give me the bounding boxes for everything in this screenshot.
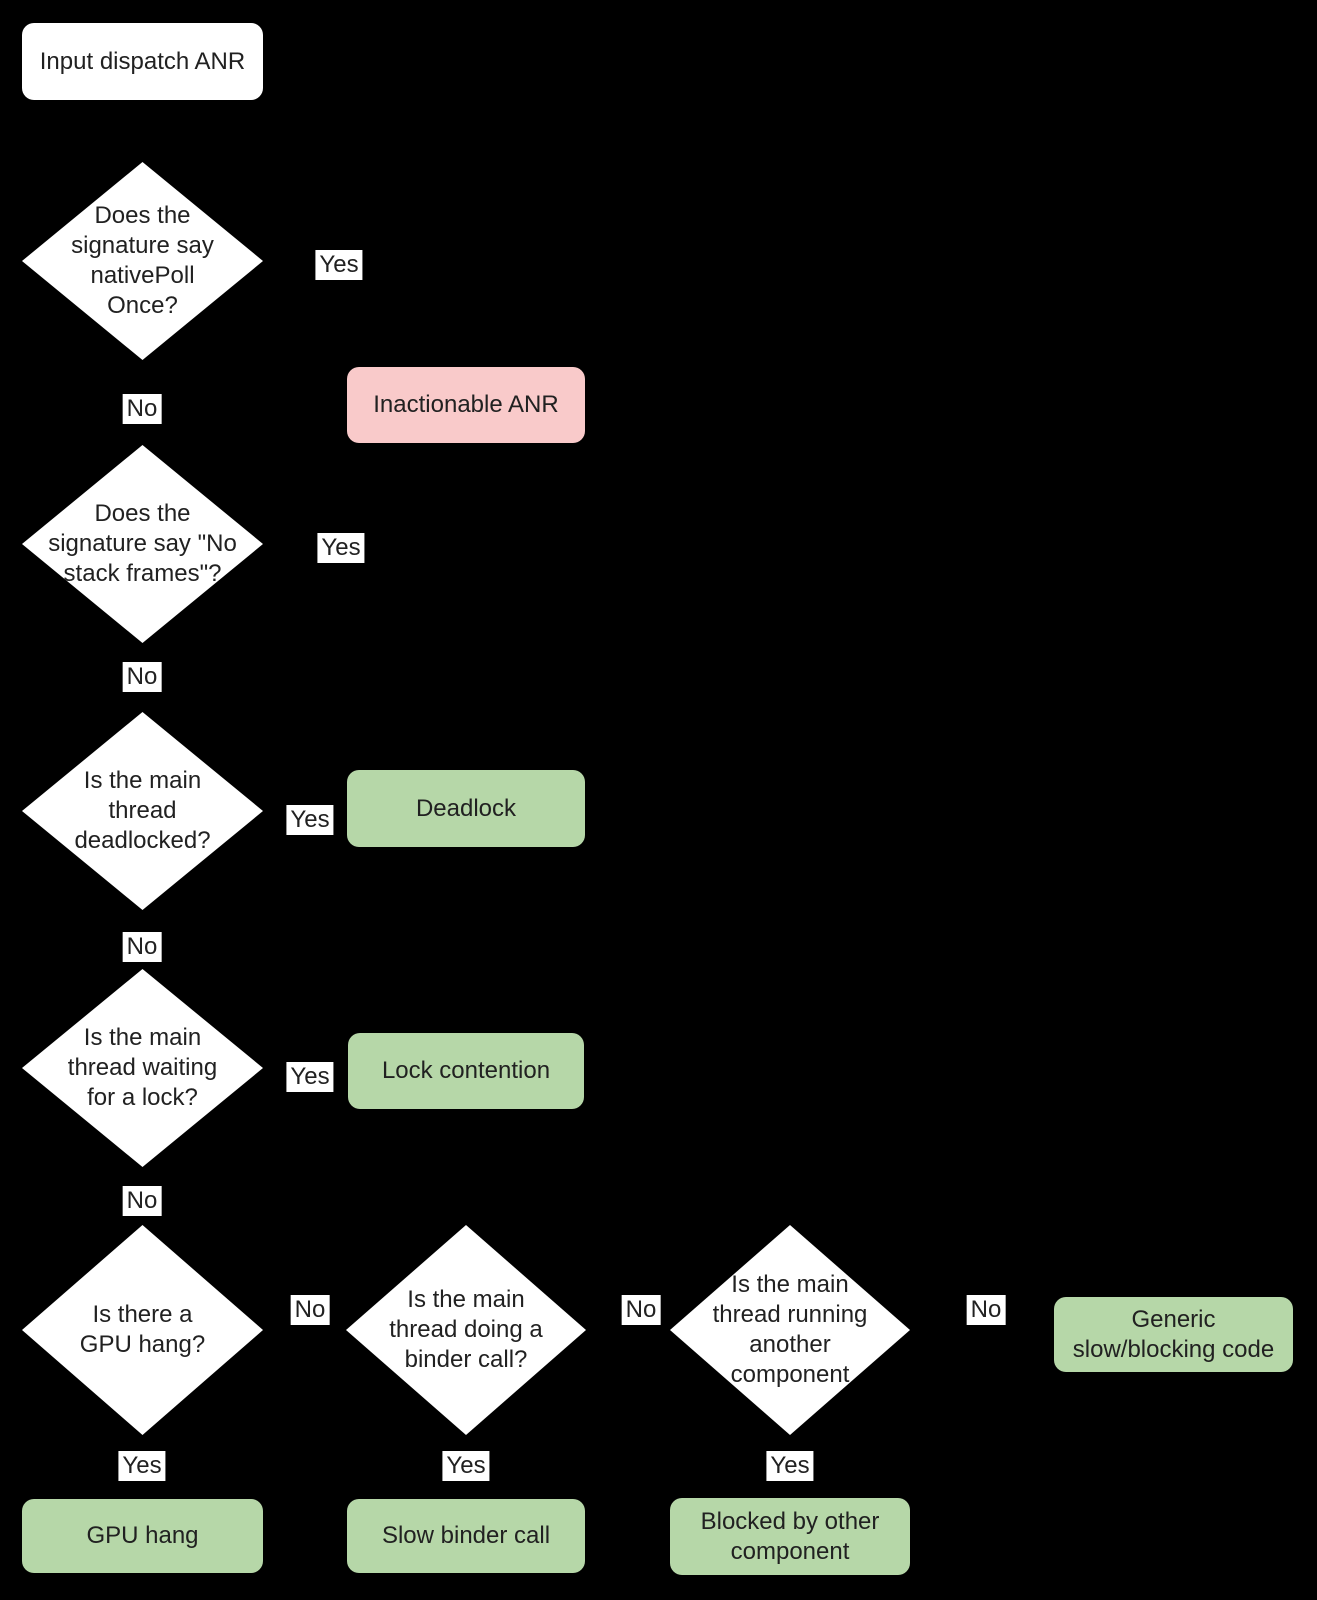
result-generic-slow-blocking-code: Generic slow/blocking code [1054, 1297, 1293, 1372]
edge-label-no-waiting-lock: No [122, 1186, 162, 1216]
result-deadlock: Deadlock [347, 770, 585, 847]
edge-label-yes-binder-call: Yes [442, 1451, 490, 1481]
result-inactionable-anr: Inactionable ANR [347, 367, 585, 443]
edge-label-no-binder-call: No [621, 1295, 661, 1325]
edge-label-no-gpu-hang: No [290, 1295, 330, 1325]
edge-label-yes-deadlocked: Yes [286, 805, 334, 835]
edge-label-yes-no-stack-frames: Yes [317, 533, 365, 563]
decision-no-stack-frames: Does the signature say "No stack frames"… [22, 445, 263, 643]
edge-label-yes-gpu-hang: Yes [118, 1451, 166, 1481]
edge-label-no-another-component: No [966, 1295, 1006, 1325]
edge-label-yes-another-component: Yes [766, 1451, 814, 1481]
decision-main-thread-deadlocked: Is the main thread deadlocked? [22, 712, 263, 910]
result-gpu-hang: GPU hang [22, 1499, 263, 1573]
node-input-dispatch-anr: Input dispatch ANR [22, 23, 263, 100]
result-blocked-by-other-component: Blocked by other component [670, 1498, 910, 1575]
decision-another-component: Is the main thread running another compo… [670, 1225, 910, 1435]
decision-binder-call: Is the main thread doing a binder call? [346, 1225, 586, 1435]
edge-label-yes-native-poll: Yes [315, 250, 363, 280]
edge-label-yes-waiting-lock: Yes [286, 1062, 334, 1092]
edge-label-no-native-poll: No [122, 394, 162, 424]
decision-waiting-for-lock: Is the main thread waiting for a lock? [22, 969, 263, 1167]
result-slow-binder-call: Slow binder call [347, 1499, 585, 1573]
edge-label-no-no-stack-frames: No [122, 662, 162, 692]
result-lock-contention: Lock contention [348, 1033, 584, 1109]
decision-native-poll-once: Does the signature say nativePoll Once? [22, 162, 263, 360]
edge-label-no-deadlocked: No [122, 932, 162, 962]
decision-gpu-hang: Is there a GPU hang? [22, 1225, 263, 1435]
